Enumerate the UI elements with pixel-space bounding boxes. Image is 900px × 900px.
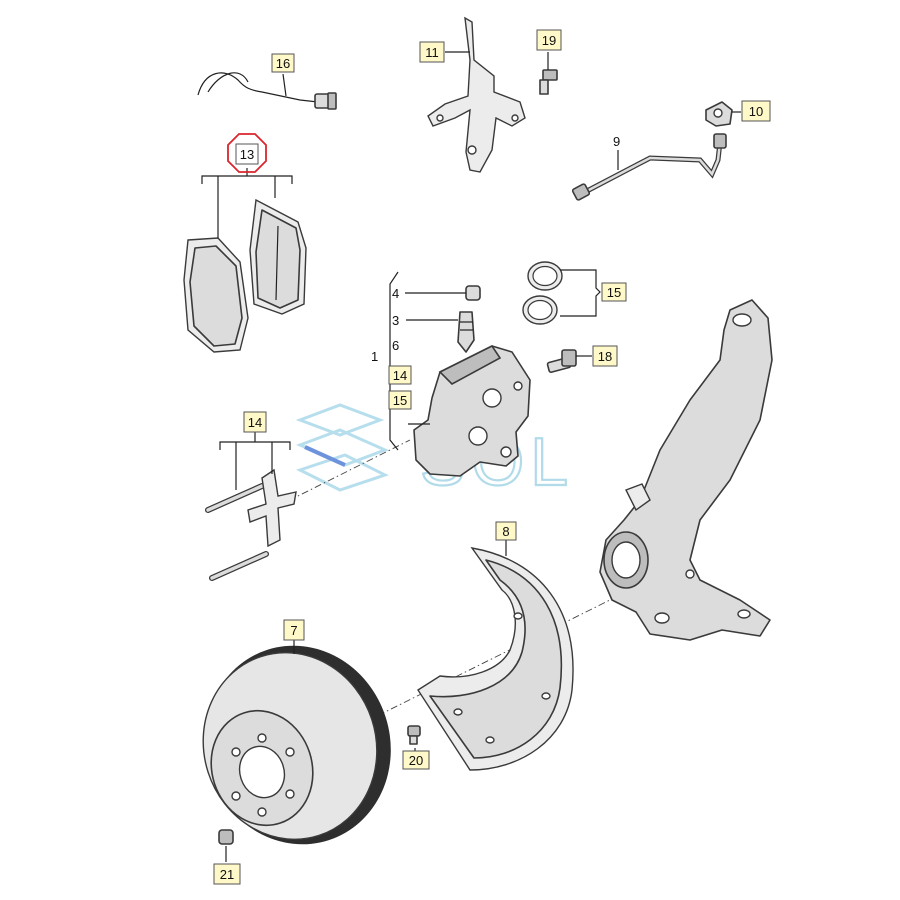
part-14-pad-pins-and-spring[interactable] <box>205 468 297 581</box>
part-4-bleeder-cap[interactable] <box>465 285 481 301</box>
callout-9[interactable]: 9 <box>613 134 620 149</box>
part-19-bolt[interactable] <box>539 69 558 95</box>
svg-text:7: 7 <box>290 623 297 638</box>
part-13-brake-pads[interactable] <box>183 198 307 353</box>
svg-text:20: 20 <box>409 753 423 768</box>
svg-text:10: 10 <box>749 104 763 119</box>
callout-8[interactable]: 8 <box>495 521 517 541</box>
svg-text:8: 8 <box>502 524 509 539</box>
svg-text:16: 16 <box>276 56 290 71</box>
part-16-wear-sensor[interactable] <box>197 72 337 110</box>
part-21-screw[interactable] <box>218 829 234 845</box>
svg-text:4: 4 <box>392 286 399 301</box>
callout-11[interactable]: 11 <box>419 41 445 63</box>
svg-text:9: 9 <box>613 134 620 149</box>
callout-7[interactable]: 7 <box>283 619 305 641</box>
watermark-logo-icon <box>295 403 389 492</box>
highlight-octagon-13 <box>227 133 267 173</box>
callout-15-seals[interactable]: 15 <box>601 282 627 302</box>
part-15-seals[interactable] <box>522 261 563 325</box>
callout-20[interactable]: 20 <box>402 750 430 770</box>
part-11-bracket[interactable] <box>427 16 526 173</box>
svg-text:14: 14 <box>393 368 407 383</box>
callout-1[interactable]: 1 <box>371 349 378 364</box>
svg-text:21: 21 <box>220 867 234 882</box>
svg-text:3: 3 <box>392 313 399 328</box>
steering-knuckle[interactable] <box>599 299 773 641</box>
callout-10[interactable]: 10 <box>741 100 771 122</box>
callout-19[interactable]: 19 <box>536 29 562 51</box>
svg-text:19: 19 <box>542 33 556 48</box>
svg-text:15: 15 <box>393 393 407 408</box>
svg-text:11: 11 <box>425 45 439 60</box>
callout-6[interactable]: 6 <box>392 338 399 353</box>
part-9-brake-line[interactable] <box>571 133 727 201</box>
svg-text:13: 13 <box>240 147 254 162</box>
part-3-bleeder-valve[interactable] <box>457 311 475 353</box>
svg-text:18: 18 <box>598 349 612 364</box>
callout-4[interactable]: 4 <box>392 286 399 301</box>
callout-3[interactable]: 3 <box>392 313 399 328</box>
part-7-brake-disc[interactable] <box>179 621 416 868</box>
callout-14-pins[interactable]: 14 <box>243 411 267 433</box>
part-10-clip[interactable] <box>705 101 733 127</box>
svg-text:6: 6 <box>392 338 399 353</box>
svg-text:15: 15 <box>607 285 621 300</box>
callout-21[interactable]: 21 <box>213 863 241 885</box>
callout-16[interactable]: 16 <box>271 53 295 73</box>
svg-text:1: 1 <box>371 349 378 364</box>
svg-text:14: 14 <box>248 415 262 430</box>
part-20-screw[interactable] <box>407 725 421 745</box>
part-8-splash-shield[interactable] <box>417 547 574 771</box>
callout-18[interactable]: 18 <box>592 345 618 367</box>
callout-15-caliper[interactable]: 15 <box>388 390 412 410</box>
part-1-brake-caliper[interactable] <box>413 344 531 477</box>
callout-13[interactable]: 13 <box>227 133 267 173</box>
callout-14-caliper[interactable]: 14 <box>388 365 412 385</box>
part-18-bolt[interactable] <box>546 349 577 374</box>
